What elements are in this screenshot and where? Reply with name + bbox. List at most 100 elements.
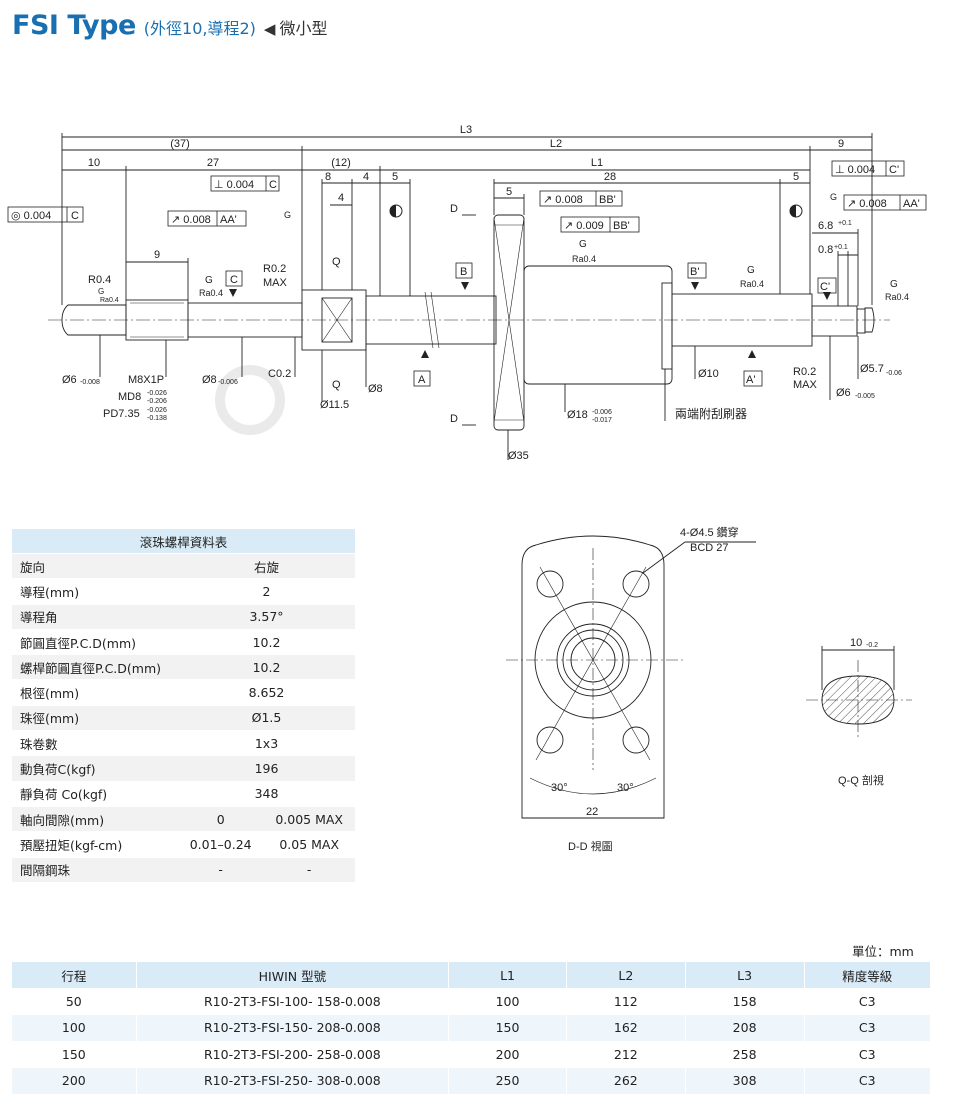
label-phi8: Ø8 [202, 374, 217, 386]
label-phi57-tol: -0.06 [886, 370, 902, 377]
dim-5b: 5 [506, 186, 512, 198]
dim-27: 27 [207, 157, 219, 169]
label-maxb: MAX [793, 379, 818, 391]
label-phi6b-tol: -0.005 [855, 393, 875, 400]
title-main: FSI Type [12, 10, 136, 41]
label-md8-tol2: -0.206 [147, 398, 167, 405]
table-row: 間隔鋼珠-- [12, 857, 355, 883]
dim-37: (37) [170, 138, 190, 150]
dd-bcd-label: BCD 27 [690, 542, 729, 554]
dim-L2: L2 [550, 138, 562, 150]
spec-table-title: 滾珠螺桿資料表 [12, 529, 355, 554]
label-max: MAX [263, 277, 288, 289]
dim-28: 28 [604, 171, 616, 183]
label-g1: G [98, 287, 104, 296]
label-g6: G [890, 279, 898, 290]
label-phi6-tol: -0.008 [80, 379, 100, 386]
title-tag: 微小型 [279, 19, 328, 38]
tol-perp-c-ref: C' [889, 164, 899, 176]
label-0-8: 0.8 [818, 244, 833, 256]
label-phi6b: Ø6 [836, 387, 851, 399]
label-ra04-1: Ra0.4 [100, 297, 119, 304]
qq-width-10-tol: -0.2 [866, 642, 878, 649]
table-row: 根徑(mm)8.652 [12, 679, 355, 706]
dim-L3: L3 [460, 124, 472, 136]
label-phi18-tol2: -0.017 [592, 417, 612, 424]
tol-concentricity: ◎ 0.004 [11, 210, 51, 222]
dd-holes-label: 4-Ø4.5 鑽穿 [680, 525, 739, 539]
table-row: 靜負荷 Co(kgf)348 [12, 781, 355, 807]
tol-runout-bb1-ref: BB' [599, 194, 616, 206]
dim-L1: L1 [591, 157, 603, 169]
label-6-8: 6.8 [818, 220, 833, 232]
col-header: 行程 [12, 962, 137, 988]
label-ra04-6: Ra0.4 [885, 292, 909, 302]
label-m8x1p: M8X1P [128, 374, 164, 386]
label-phi8-tol: -0.006 [218, 379, 238, 386]
label-phi35: Ø35 [508, 450, 529, 462]
dim-5c: 5 [793, 171, 799, 183]
dd-width-22: 22 [586, 806, 598, 818]
tol-concentricity-ref: C [71, 210, 79, 222]
unit-label: 單位：mm [852, 944, 914, 959]
dd-view-caption: D-D 視圖 [568, 839, 613, 853]
dim-9-thread: 9 [154, 249, 160, 261]
dim-5a: 5 [392, 171, 398, 183]
datum-c-prime: C' [820, 281, 830, 293]
label-phi8b: Ø8 [368, 383, 383, 395]
section-views: 4-Ø4.5 鑽穿 BCD 27 30° 30° 22 D-D 視圖 10 -0… [506, 525, 912, 853]
dd-angle-left: 30° [551, 782, 568, 794]
label-wiper: 兩端附刮刷器 [675, 407, 747, 421]
tol-perp-a-ref: C [269, 179, 277, 191]
col-header: L3 [685, 962, 805, 988]
label-0-8-tol: +0.1 [834, 244, 848, 251]
table-row: 珠徑(mm)Ø1.5 [12, 705, 355, 732]
tol-runout-aa-ref: AA' [220, 214, 237, 226]
section-q-bottom: Q [332, 379, 341, 391]
label-ra04-4: Ra0.4 [572, 254, 596, 264]
label-r02: R0.2 [263, 263, 286, 275]
label-r04: R0.4 [88, 274, 111, 286]
triangle-left-icon: ◀ [263, 20, 276, 38]
label-g4: G [579, 239, 587, 250]
label-pd-tol1: -0.026 [147, 407, 167, 414]
dd-angle-right: 30° [617, 782, 634, 794]
page-title: FSI Type (外徑10,導程2) ◀ 微小型 [12, 10, 327, 46]
qq-width-10: 10 [850, 637, 862, 649]
table-row: 節圓直徑P.C.D(mm)10.2 [12, 629, 355, 656]
label-phi18-tol1: -0.006 [592, 409, 612, 416]
label-r02b: R0.2 [793, 366, 816, 378]
label-pd-tol2: -0.138 [147, 415, 167, 422]
label-phi6: Ø6 [62, 374, 77, 386]
datum-a: A [418, 374, 426, 386]
dim-4b: 4 [338, 192, 344, 204]
section-d-bottom: D [450, 413, 458, 425]
section-d-top: D [450, 203, 458, 215]
label-phi10: Ø10 [698, 368, 719, 380]
label-md8: MD8 [118, 391, 141, 403]
label-g2: G [205, 275, 213, 286]
datum-c: C [230, 274, 238, 286]
table-row: 動負荷C(kgf)196 [12, 755, 355, 782]
label-g5: G [747, 265, 755, 276]
label-phi57: Ø5.7 [860, 363, 884, 375]
label-ra04-5: Ra0.4 [740, 279, 764, 289]
datum-b-prime: B' [690, 266, 699, 278]
datum-b: B [460, 266, 467, 278]
label-g7: G [830, 192, 837, 202]
tol-runout-bb2: ↗ 0.009 [564, 220, 604, 232]
half-circle-icon [389, 204, 803, 218]
title-subtitle: (外徑10,導程2) [143, 19, 256, 38]
tol-runout-aa: ↗ 0.008 [171, 214, 211, 226]
label-g3: G [284, 210, 291, 220]
section-q-top: Q [332, 256, 341, 268]
col-header: 精度等級 [804, 962, 931, 988]
datum-a-prime: A' [746, 374, 755, 386]
label-phi18: Ø18 [567, 409, 588, 421]
